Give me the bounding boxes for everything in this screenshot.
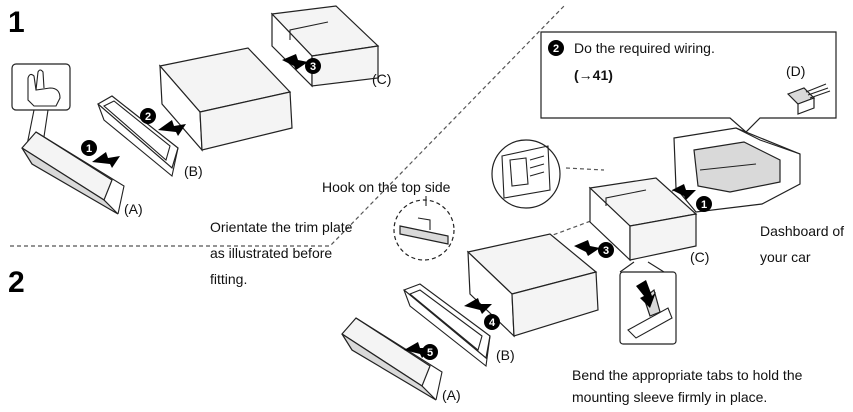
arrow-step1-a — [92, 152, 120, 168]
bend-line-2: mounting sleeve firmly in place. — [572, 389, 767, 405]
arrow-step1-b — [158, 120, 186, 136]
badge-3-step1: 3 — [305, 58, 321, 74]
wiring-text: Do the required wiring. — [574, 40, 715, 56]
label-c-step1: (C) — [372, 71, 391, 87]
svg-text:1: 1 — [701, 199, 707, 211]
svg-text:3: 3 — [603, 245, 609, 257]
arrow-step2-4 — [464, 298, 492, 314]
part-b-trim-plate-step1 — [96, 95, 179, 177]
label-c-step2: (C) — [690, 249, 709, 265]
arrow-step2-3 — [574, 240, 600, 256]
orientate-line-3: fitting. — [210, 271, 247, 287]
wiring-callout: 2 Do the required wiring. (→41) (D) — [540, 31, 837, 133]
hook-label: Hook on the top side — [322, 179, 451, 195]
part-a-faceplate-step1 — [21, 131, 125, 215]
label-a-step2: (A) — [442, 387, 461, 403]
badge-4-step2: 4 — [484, 314, 500, 330]
connector-d-icon — [786, 83, 831, 115]
hand-press-icon — [11, 63, 71, 111]
arrow-step1-c — [282, 54, 308, 70]
svg-text:1: 1 — [86, 143, 92, 155]
step-1-illustration: 1 2 3 (A) (B) (C) — [11, 5, 391, 217]
part-b-trim-plate-step2 — [402, 283, 491, 368]
label-d: (D) — [786, 63, 805, 79]
main-unit-step2 — [466, 233, 599, 338]
step-divider — [10, 4, 566, 247]
label-b-step2: (B) — [496, 347, 515, 363]
orientate-line-2: as illustrated before — [210, 245, 332, 261]
hook-magnified-view — [393, 199, 455, 261]
step-1-number: 1 — [8, 6, 25, 39]
badge-3-step2: 3 — [598, 242, 614, 258]
tab-bend-magnified-view — [619, 261, 677, 345]
svg-text:5: 5 — [427, 347, 433, 359]
orientate-line-1: Orientate the trim plate — [210, 219, 353, 235]
dashboard-opening — [673, 127, 801, 213]
svg-text:2: 2 — [145, 111, 151, 123]
badge-1-step2: 1 — [696, 196, 712, 212]
label-b-step1: (B) — [184, 163, 203, 179]
badge-1-step1: 1 — [81, 140, 97, 156]
svg-text:4: 4 — [489, 317, 496, 329]
dashboard-line-2: your car — [760, 249, 811, 265]
svg-text:3: 3 — [310, 61, 316, 73]
part-c-sleeve-step1 — [270, 5, 380, 88]
svg-text:2: 2 — [553, 43, 559, 55]
dashboard-line-1: Dashboard of — [760, 223, 844, 239]
main-unit-step1 — [158, 47, 293, 152]
label-a-step1: (A) — [124, 201, 143, 217]
wiring-reference: (→41) — [574, 67, 613, 83]
badge-5-step2: 5 — [422, 344, 438, 360]
arrow-step2-1 — [672, 184, 696, 200]
part-a-faceplate-step2 — [341, 317, 443, 401]
part-c-sleeve-step2 — [588, 177, 698, 262]
step-2-number: 2 — [8, 266, 25, 299]
badge-2-step1: 2 — [140, 108, 156, 124]
magnified-wiring-view — [491, 139, 561, 209]
guide-line-sleeve — [565, 167, 605, 171]
badge-2-wiring: 2 — [548, 40, 564, 56]
bend-line-1: Bend the appropriate tabs to hold the — [572, 367, 803, 383]
